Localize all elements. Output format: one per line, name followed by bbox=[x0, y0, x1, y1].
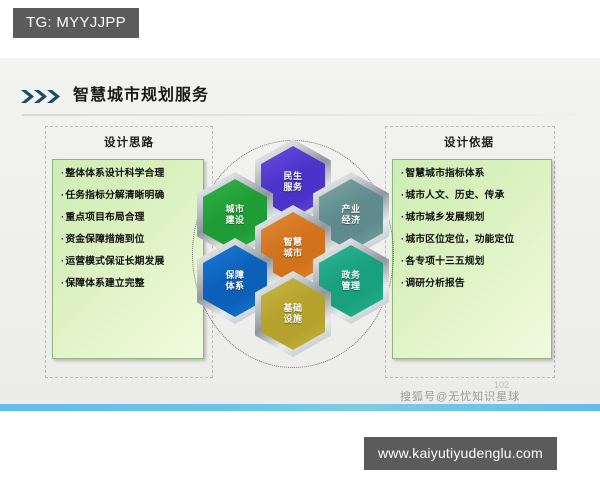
list-item-text: 城市区位定位，功能定位 bbox=[405, 234, 515, 246]
list-item: ·整体体系设计科学合理 bbox=[61, 169, 197, 179]
design-basis-panel: ·智慧城市指标体系 ·城市人文、历史、传承 ·城市城乡发展规划 ·城市区位定位，… bbox=[392, 159, 552, 359]
bullet-marker: · bbox=[61, 256, 65, 268]
url-badge: www.kaiyutiyudenglu.com bbox=[364, 437, 557, 470]
list-item-text: 保障体系建立完整 bbox=[65, 278, 145, 290]
list-item-text: 调研分析报告 bbox=[405, 278, 465, 290]
bullet-marker: · bbox=[61, 168, 65, 179]
list-item-text: 智慧城市指标体系 bbox=[405, 168, 485, 179]
hex-label-line1: 民生 bbox=[283, 171, 303, 181]
hex-label-line2: 城市 bbox=[283, 248, 303, 258]
list-item-text: 资金保障措施到位 bbox=[65, 234, 145, 246]
hex-label-line2: 设施 bbox=[283, 314, 303, 324]
bullet-marker: · bbox=[61, 278, 65, 290]
blue-divider-bar bbox=[0, 404, 600, 411]
design-ideas-panel: ·整体体系设计科学合理 ·任务指标分解清晰明确 ·重点项目布局合理 ·资金保障措… bbox=[52, 159, 204, 359]
bullet-marker: · bbox=[61, 190, 65, 202]
bullet-marker: · bbox=[401, 190, 405, 202]
list-item: ·重点项目布局合理 bbox=[61, 213, 197, 223]
list-item-text: 重点项目布局合理 bbox=[65, 212, 145, 224]
hexagon-diagram: 民生 服务 城市 建设 产业 经济 智慧 城市 bbox=[178, 126, 408, 378]
slide-canvas: 智慧城市规划服务 设计思路 设计依据 ·整体体系设计科学合理 ·任务指标分解清晰… bbox=[0, 58, 600, 408]
hex-jichu-sheshi[interactable]: 基础 设施 bbox=[255, 271, 331, 357]
list-item-text: 运营模式保证长期发展 bbox=[65, 256, 165, 268]
bullet-marker: · bbox=[401, 278, 405, 290]
bullet-marker: · bbox=[401, 212, 405, 224]
watermark-text: 搜狐号@无忧知识星球 bbox=[400, 391, 521, 403]
triple-chevron-right-icon bbox=[20, 89, 64, 104]
page-title: 智慧城市规划服务 bbox=[73, 87, 210, 104]
list-item-text: 整体体系设计科学合理 bbox=[65, 168, 165, 179]
hex-label-line2: 管理 bbox=[341, 281, 361, 291]
hex-zhengwu-guanli[interactable]: 政务 管理 bbox=[313, 238, 389, 324]
list-item-text: 城市城乡发展规划 bbox=[405, 212, 485, 224]
bullet-marker: · bbox=[61, 234, 65, 246]
hex-label-line1: 智慧 bbox=[283, 237, 303, 247]
hex-label-line1: 政务 bbox=[341, 270, 361, 280]
list-item-text: 任务指标分解清晰明确 bbox=[65, 190, 165, 202]
bullet-marker: · bbox=[61, 212, 65, 224]
list-item: ·调研分析报告 bbox=[401, 279, 545, 289]
bullet-marker: · bbox=[401, 234, 405, 246]
bullet-marker: · bbox=[401, 168, 405, 179]
tg-badge: TG: MYYJJPP bbox=[13, 8, 139, 38]
hex-label-line2: 经济 bbox=[341, 215, 361, 225]
hex-label-line2: 建设 bbox=[225, 215, 245, 225]
hex-label-line1: 基础 bbox=[283, 303, 303, 313]
design-basis-list: ·智慧城市指标体系 ·城市人文、历史、传承 ·城市城乡发展规划 ·城市区位定位，… bbox=[401, 169, 545, 289]
hex-label-line2: 服务 bbox=[283, 182, 303, 192]
list-item: ·城市区位定位，功能定位 bbox=[401, 235, 545, 245]
list-item: ·城市城乡发展规划 bbox=[401, 213, 545, 223]
slide-number: 102 bbox=[494, 380, 510, 390]
list-item-text: 各专项十三五规划 bbox=[405, 256, 485, 268]
right-column-heading: 设计依据 bbox=[444, 137, 494, 149]
slide-title-row: 智慧城市规划服务 bbox=[20, 83, 209, 109]
list-item-text: 城市人文、历史、传承 bbox=[405, 190, 505, 202]
hex-label-line1: 产业 bbox=[341, 204, 361, 214]
list-item: ·资金保障措施到位 bbox=[61, 235, 197, 245]
hex-label-line2: 体系 bbox=[225, 281, 245, 291]
list-item: ·城市人文、历史、传承 bbox=[401, 191, 545, 201]
title-divider bbox=[22, 114, 577, 116]
list-item: ·各专项十三五规划 bbox=[401, 257, 545, 267]
list-item: ·运营模式保证长期发展 bbox=[61, 257, 197, 267]
list-item: ·任务指标分解清晰明确 bbox=[61, 191, 197, 201]
list-item: ·智慧城市指标体系 bbox=[401, 169, 545, 179]
list-item: ·保障体系建立完整 bbox=[61, 279, 197, 289]
left-column-heading: 设计思路 bbox=[104, 137, 154, 149]
bullet-marker: · bbox=[401, 256, 405, 268]
hex-label-line1: 保障 bbox=[225, 270, 245, 280]
design-ideas-list: ·整体体系设计科学合理 ·任务指标分解清晰明确 ·重点项目布局合理 ·资金保障措… bbox=[61, 169, 197, 289]
hex-label-line1: 城市 bbox=[225, 204, 245, 214]
